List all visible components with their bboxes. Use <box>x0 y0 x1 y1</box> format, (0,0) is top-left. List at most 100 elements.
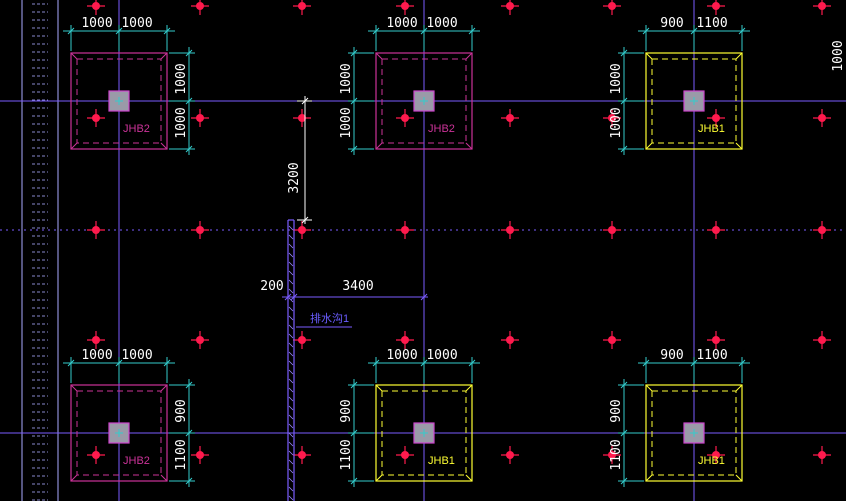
pile-marker <box>813 109 831 127</box>
dim-label-side: 900 <box>339 399 354 422</box>
pile-marker <box>396 221 414 239</box>
footing-outline <box>70 384 168 482</box>
dim-label-top: 1000 <box>121 348 152 363</box>
trench-hatch <box>288 234 294 240</box>
trench-hatch <box>288 486 294 492</box>
pile-marker <box>501 0 519 15</box>
trench-hatch <box>288 243 294 249</box>
left-wall <box>21 0 59 501</box>
pile-marker <box>707 221 725 239</box>
footing-label: JHB1 <box>698 455 725 467</box>
pile-marker <box>396 0 414 15</box>
pile-marker <box>87 0 105 15</box>
pile-marker <box>603 221 621 239</box>
trench-hatch <box>288 414 294 420</box>
trench-hatch <box>288 315 294 321</box>
pile-marker <box>813 221 831 239</box>
pile-marker <box>293 109 311 127</box>
pile-marker <box>293 221 311 239</box>
dim-label-top: 1100 <box>696 16 727 31</box>
pile-marker <box>293 0 311 15</box>
dim-label-top: 1000 <box>81 16 112 31</box>
trench-hatch <box>288 252 294 258</box>
trench-hatch <box>288 477 294 483</box>
trench-hatch <box>288 360 294 366</box>
pile-marker <box>603 446 621 464</box>
footing-outline <box>70 52 168 150</box>
dim-label-top: 1000 <box>81 348 112 363</box>
pile-marker <box>87 221 105 239</box>
pile-marker <box>191 0 209 15</box>
footing-label: JHB1 <box>428 455 455 467</box>
trench-hatch <box>288 459 294 465</box>
pile-marker <box>603 109 621 127</box>
footing-outline <box>645 384 743 482</box>
trench-hatch <box>288 279 294 285</box>
dim-label-side: 1100 <box>609 439 624 470</box>
trench-hatch <box>288 288 294 294</box>
dim-label-side: 900 <box>174 399 189 422</box>
dim-label-top: 1000 <box>121 16 152 31</box>
pile-marker <box>87 331 105 349</box>
footing-label: JHB2 <box>428 123 455 135</box>
footing-outline <box>375 52 473 150</box>
trench-hatch <box>288 405 294 411</box>
trench-hatch <box>288 333 294 339</box>
trench-hatch <box>288 351 294 357</box>
trench-hatch <box>288 378 294 384</box>
pile-marker <box>707 109 725 127</box>
dim-label-side: 1000 <box>609 63 624 94</box>
dim-label-top: 1000 <box>426 16 457 31</box>
footing-inner-outline <box>76 58 162 144</box>
edge-dim-fragment: 1000 <box>831 40 846 71</box>
footing-label: JHB2 <box>123 123 150 135</box>
footing-outline <box>645 52 743 150</box>
pile-marker <box>191 331 209 349</box>
pile-marker <box>191 446 209 464</box>
trench-hatch <box>288 423 294 429</box>
dim-label-side: 1000 <box>339 63 354 94</box>
pile-marker <box>813 0 831 15</box>
dim-label-top: 1000 <box>386 16 417 31</box>
pile-marker <box>813 446 831 464</box>
pile-marker <box>87 446 105 464</box>
pile-marker <box>191 221 209 239</box>
dim-label-side: 900 <box>609 399 624 422</box>
dim-label-top: 1000 <box>386 348 417 363</box>
pile-marker <box>501 331 519 349</box>
dim-label-top: 1000 <box>426 348 457 363</box>
trench-hatch <box>288 396 294 402</box>
trench-hatch <box>288 369 294 375</box>
pile-marker <box>707 446 725 464</box>
pile-marker <box>707 0 725 15</box>
dim-label-side: 1000 <box>609 107 624 138</box>
pile-marker <box>603 0 621 15</box>
dim-label-top: 1100 <box>696 348 727 363</box>
dim-label-side: 1000 <box>339 107 354 138</box>
pile-marker <box>603 331 621 349</box>
footing-inner-outline <box>76 390 162 476</box>
trench-hatch <box>288 270 294 276</box>
trench-offset-dim-label: 3400 <box>342 279 373 294</box>
gap-dim-label: 3200 <box>287 162 302 193</box>
trench-label: 排水沟1 <box>310 311 349 325</box>
footing-inner-outline <box>381 58 467 144</box>
trench-hatch <box>288 432 294 438</box>
trench-hatch <box>288 261 294 267</box>
pile-marker <box>501 446 519 464</box>
trench-hatch <box>288 387 294 393</box>
trench-hatch <box>288 306 294 312</box>
footing-label: JHB2 <box>123 455 150 467</box>
dim-label-side: 1000 <box>174 63 189 94</box>
pile-marker <box>813 331 831 349</box>
footing-inner-outline <box>651 58 737 144</box>
trench-hatch <box>288 495 294 501</box>
drainage-trench: 3200 200 3400 排水沟1 1000 <box>260 40 846 501</box>
footing-label: JHB1 <box>698 123 725 135</box>
trench-width-dim-label: 200 <box>260 279 283 294</box>
